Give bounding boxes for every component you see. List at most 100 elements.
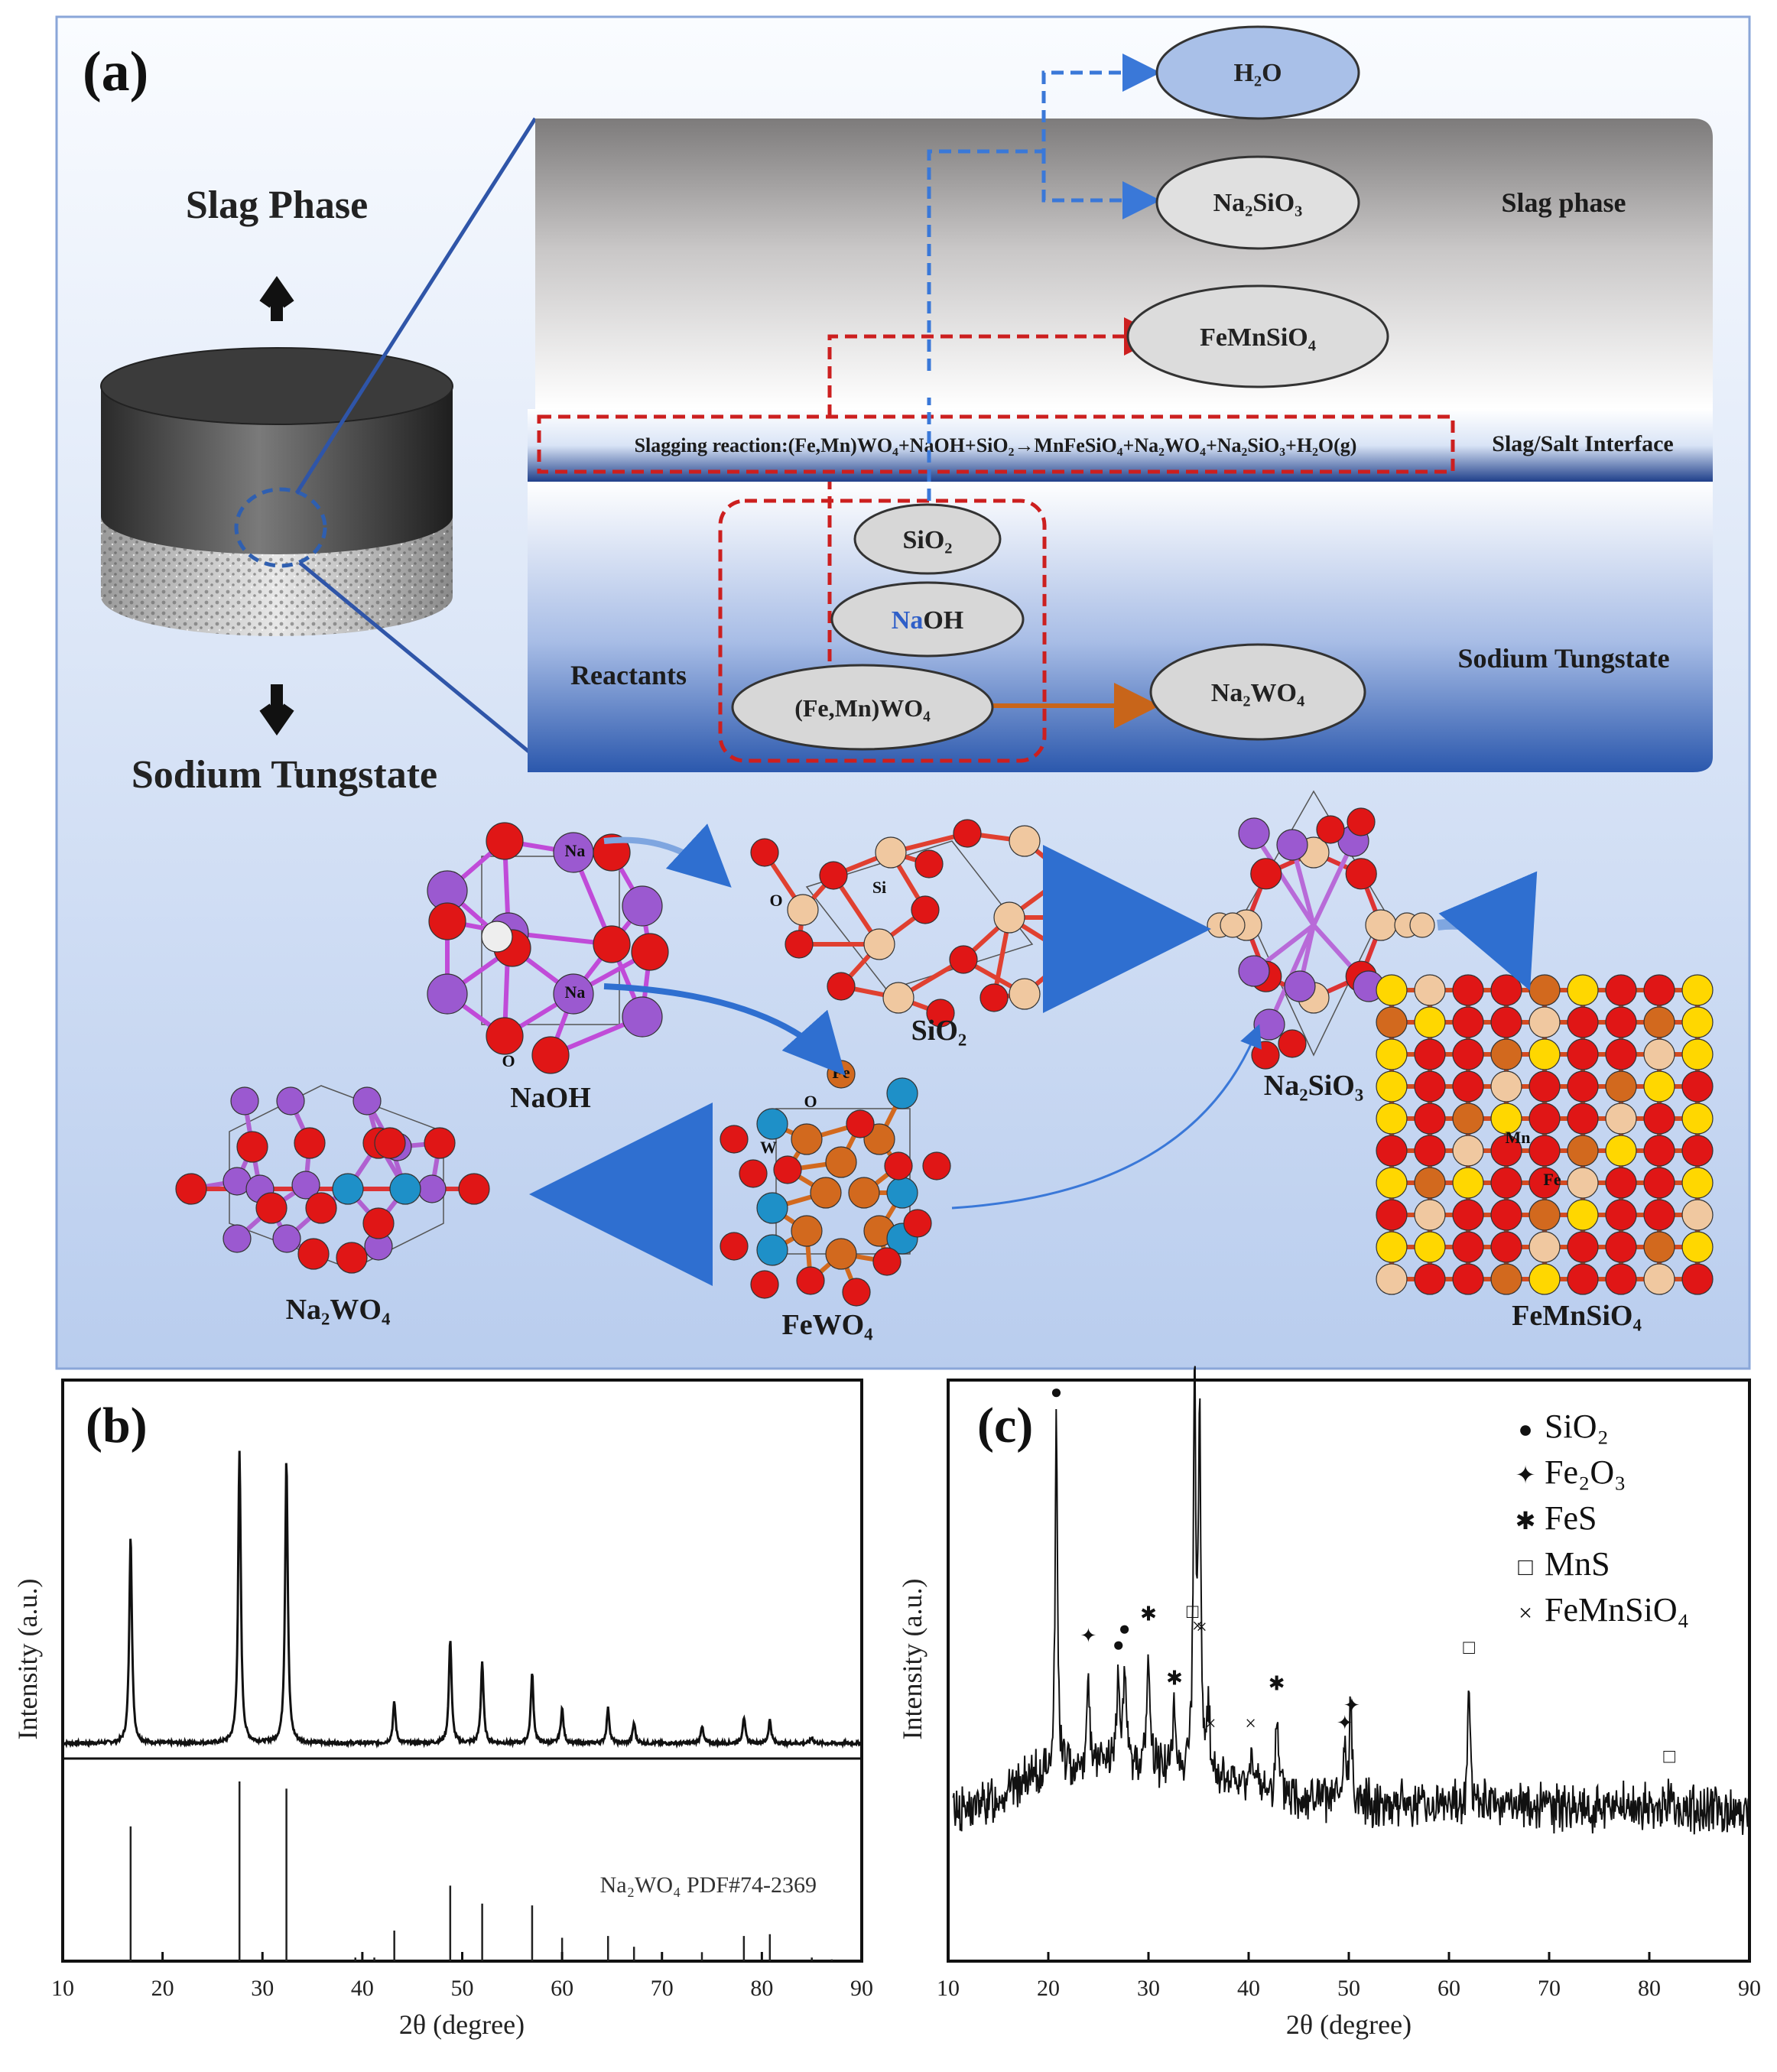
o-atom [884,1151,913,1181]
legend-entry: SiO₂ [1545,1408,1609,1445]
na2wo4-salt-label: Na₂WO₄ [1211,679,1304,707]
x-tick-label: 60 [1438,1976,1460,2001]
unit-cell [229,1085,444,1270]
fe-atom [1605,1070,1637,1103]
o-atom [1681,1135,1714,1167]
si-atom [1643,1038,1675,1070]
phase-marker: ✦ [1343,1694,1360,1716]
zone-label-interface: Slag/Salt Interface [1492,431,1673,456]
crystal-na2wo4-label: Na₂WO₄ [286,1294,391,1326]
phase-marker: ✦ [1080,1625,1097,1647]
o-atom [1052,861,1081,890]
o-atom [796,1266,825,1295]
mn-atom [1681,1103,1714,1135]
x-tick-label: 70 [1538,1976,1561,2001]
o-atom [926,999,955,1028]
na-atom [622,885,663,927]
si-atom [1376,1263,1408,1295]
phase-marker: ✱ [1166,1667,1183,1689]
o-atom [1316,815,1345,844]
o-atom [953,819,982,848]
na-atom [622,996,663,1038]
phase-marker: ● [1051,1381,1063,1403]
si-atom [1009,825,1041,857]
o-atom [872,1247,901,1276]
na-atom [276,1086,305,1116]
salt-zone [528,482,1713,772]
crystal-fewo4-label: FeWO₄ [781,1309,873,1341]
o-atom [297,1238,330,1270]
w-atom [756,1192,788,1224]
phase-marker: ● [1113,1634,1125,1656]
interface-schematic: Slag phase Slag/Salt Interface Sodium Tu… [528,25,1713,772]
mn-atom [1376,1103,1408,1135]
o-atom [846,1109,875,1138]
mn-atom [1681,1231,1714,1263]
mn-atom [1376,974,1408,1006]
o-atom [1567,1263,1599,1295]
fe-atom [1567,1135,1599,1167]
mn-atom [1376,1070,1408,1103]
slag-zone [535,119,1713,409]
si-atom [1567,1167,1599,1199]
o-atom [1452,974,1484,1006]
o-atom [1605,1199,1637,1231]
mn-atom [1567,974,1599,1006]
si-atom [1528,1231,1561,1263]
phase-marker: × [1205,1713,1217,1735]
o-atom [1490,1231,1522,1263]
o-atom [1490,1167,1522,1199]
x-tick-label: 40 [351,1976,374,2001]
panel-c-label: (c) [977,1398,1033,1453]
fe-atom [1643,1231,1675,1263]
mn-atom [1681,1038,1714,1070]
mn-atom [1490,1103,1522,1135]
zone-label-reactants: Reactants [570,660,687,690]
panel-a-label: (a) [83,41,148,103]
na-atom [1253,1008,1285,1041]
o-atom [362,1207,395,1239]
x-tick-label: 80 [750,1976,773,2001]
o-atom [1452,1070,1484,1103]
o-atom [1643,1135,1675,1167]
o-atom [922,1151,951,1181]
o-atom [486,822,524,860]
h2o-node [1155,25,1360,120]
zoom-line-bottom [298,561,537,758]
x-tick-label: 10 [51,1976,74,2001]
o-atom [1567,1103,1599,1135]
x-tick-label: 40 [1237,1976,1260,2001]
na-atom [1276,829,1308,861]
o-atom [1681,1263,1714,1295]
phase-marker: □ [1663,1746,1675,1768]
x-tick-label: 80 [1638,1976,1661,2001]
o-atom [374,1127,406,1159]
panel-a: (a) Slag Phase Sodium Tungstate Slag pha… [55,15,1751,1370]
h-atom [481,921,513,953]
o-atom [255,1192,288,1224]
legend-marker: ✱ [1515,1507,1536,1535]
na-atom [291,1171,320,1200]
na2sio3-slag-label: Na₂SiO₃ [1213,189,1303,217]
sio2-reactant-label: SiO₂ [903,526,953,554]
o-atom [1452,1199,1484,1231]
w-atom [756,1108,788,1140]
o-atom [1376,1135,1408,1167]
na-atom [352,1086,382,1116]
legend-marker: × [1519,1599,1532,1626]
femnsio4-node [1126,284,1389,388]
mn-atom [1452,1167,1484,1199]
naoh-reactant-label: NaOH [892,606,963,635]
fe-atom [1452,1103,1484,1135]
atom-label-mn: Mn [1506,1128,1531,1147]
mn-atom [1681,1006,1714,1038]
panel-c-xlabel: 2θ (degree) [1286,2009,1412,2040]
red-path-femnsio4 [827,336,1155,680]
mn-atom [1528,1263,1561,1295]
si-atom [1681,1199,1714,1231]
si-atom [1643,1263,1675,1295]
naoh-node [830,581,1025,658]
o-atom [1567,1231,1599,1263]
